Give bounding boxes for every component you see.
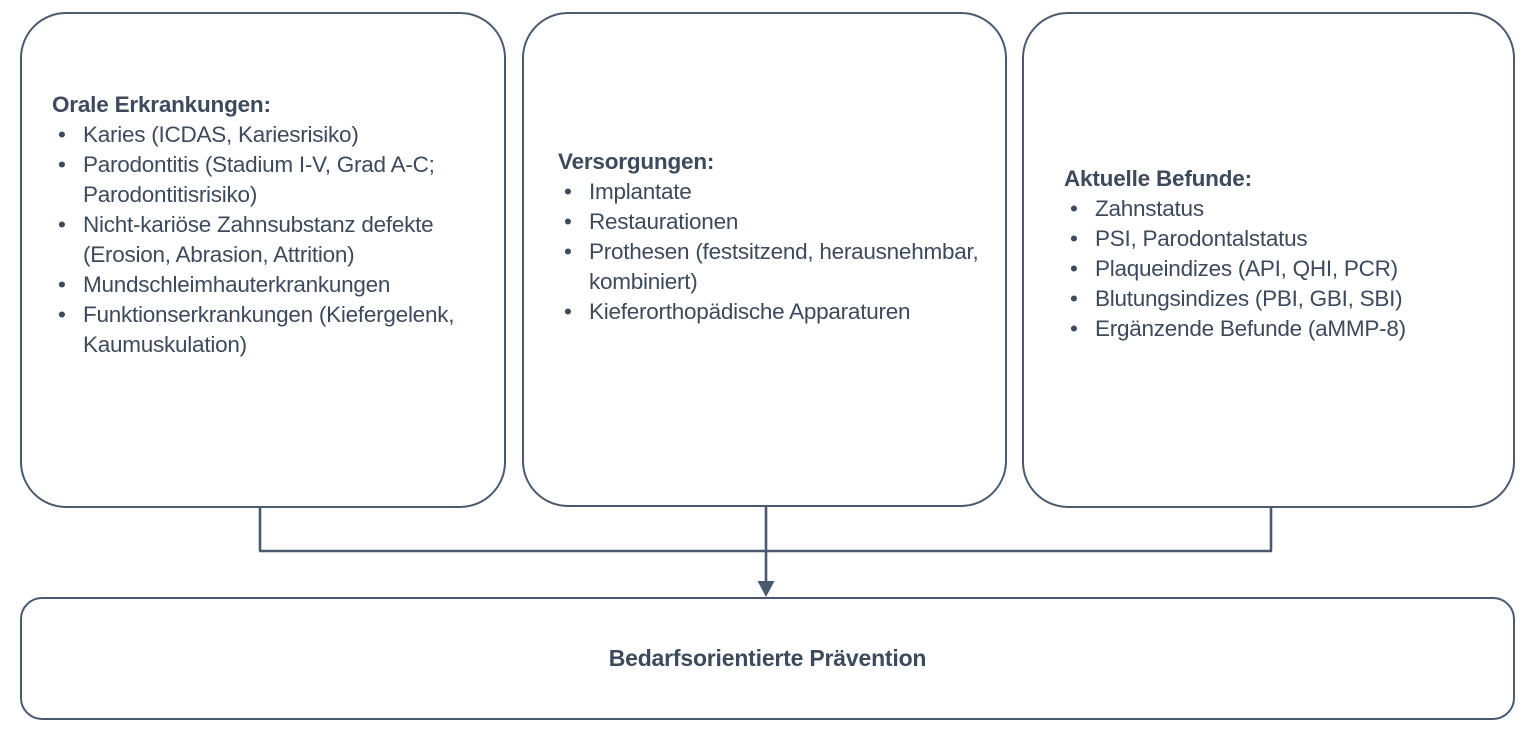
bullet-icon: • — [1070, 256, 1078, 282]
card-bedarfsorientierte-praevention: Bedarfsorientierte Prävention — [20, 597, 1515, 720]
list-item: • Nicht-kariöse Zahnsubstanz defekte (Ero… — [52, 210, 488, 270]
list-item-label: Blutungsindizes (PBI, GBI, SBI) — [1095, 286, 1403, 312]
bullet-icon: • — [1070, 286, 1078, 312]
card-content: Aktuelle Befunde: • Zahnstatus • PSI, Paro… — [1064, 164, 1503, 344]
list-item: • Ergänzende Befunde (aMMP-8) — [1064, 314, 1503, 344]
list-item-label: Nicht-kariöse Zahnsubstanz defekte (Eros… — [83, 212, 434, 268]
bullet-list: • Karies (ICDAS, Kariesrisiko) • Parodonti… — [52, 120, 488, 360]
list-item-label: Mundschleimhauterkrankungen — [83, 272, 391, 298]
bullet-icon: • — [564, 299, 572, 325]
bullet-icon: • — [58, 302, 66, 328]
outcome-label: Bedarfsorientierte Prävention — [608, 645, 927, 671]
bullet-icon: • — [58, 272, 66, 298]
list-item: • Mundschleimhauterkrankungen — [52, 270, 488, 300]
list-item: • Zahnstatus — [1064, 194, 1503, 224]
list-item-label: Implantate — [589, 179, 692, 205]
list-item: • Karies (ICDAS, Kariesrisiko) — [52, 120, 488, 150]
card-aktuelle-befunde: Aktuelle Befunde: • Zahnstatus • PSI, Paro… — [1022, 12, 1515, 508]
list-item-label: PSI, Parodontalstatus — [1095, 226, 1308, 252]
card-title: Versorgungen: — [558, 149, 715, 174]
list-item-label: Prothesen (festsitzend, herausnehmbar, k… — [589, 239, 979, 295]
bullet-icon: • — [1070, 226, 1078, 252]
card-title: Orale Erkrankungen: — [52, 92, 271, 117]
bullet-icon: • — [564, 209, 572, 235]
bullet-icon: • — [58, 152, 66, 178]
list-item-label: Funktionserkrankungen (Kiefergelenk, Kau… — [83, 302, 455, 358]
list-item-label: Kieferorthopädische Apparaturen — [589, 299, 911, 325]
bullet-list: • Implantate • Restaurationen • Prothesen (… — [558, 177, 991, 327]
bullet-list: • Zahnstatus • PSI, Parodontalstatus • Plaq… — [1064, 194, 1503, 344]
list-item: • Prothesen (festsitzend, herausnehmbar, … — [558, 237, 991, 297]
list-item: • PSI, Parodontalstatus — [1064, 224, 1503, 254]
bullet-icon: • — [1070, 316, 1078, 342]
list-item: • Restaurationen — [558, 207, 991, 237]
list-item-label: Ergänzende Befunde (aMMP-8) — [1095, 316, 1406, 342]
card-content: Orale Erkrankungen: • Karies (ICDAS, Kari… — [52, 90, 488, 361]
bullet-icon: • — [58, 122, 66, 148]
list-item-label: Restaurationen — [589, 209, 739, 235]
card-content: Versorgungen: • Implantate • Restauratione… — [558, 147, 991, 327]
list-item: • Kieferorthopädische Apparaturen — [558, 297, 991, 327]
list-item-label: Zahnstatus — [1095, 196, 1204, 222]
card-orale-erkrankungen: Orale Erkrankungen: • Karies (ICDAS, Kari… — [20, 12, 506, 508]
card-versorgungen: Versorgungen: • Implantate • Restauratione… — [522, 12, 1007, 507]
list-item-label: Karies (ICDAS, Kariesrisiko) — [83, 122, 359, 148]
card-title: Aktuelle Befunde: — [1064, 166, 1252, 191]
list-item: • Blutungsindizes (PBI, GBI, SBI) — [1064, 284, 1503, 314]
bullet-icon: • — [564, 179, 572, 205]
bullet-icon: • — [1070, 196, 1078, 222]
list-item-label: Parodontitis (Stadium I-V, Grad A-C; Par… — [83, 152, 435, 208]
list-item: • Plaqueindizes (API, QHI, PCR) — [1064, 254, 1503, 284]
list-item: • Parodontitis (Stadium I-V, Grad A-C; Pa… — [52, 150, 488, 210]
bullet-icon: • — [564, 239, 572, 265]
list-item-label: Plaqueindizes (API, QHI, PCR) — [1095, 256, 1398, 282]
down-arrow-icon — [757, 581, 775, 597]
bullet-icon: • — [58, 212, 66, 238]
list-item: • Implantate — [558, 177, 991, 207]
list-item: • Funktionserkrankungen (Kiefergelenk, Ka… — [52, 300, 488, 360]
